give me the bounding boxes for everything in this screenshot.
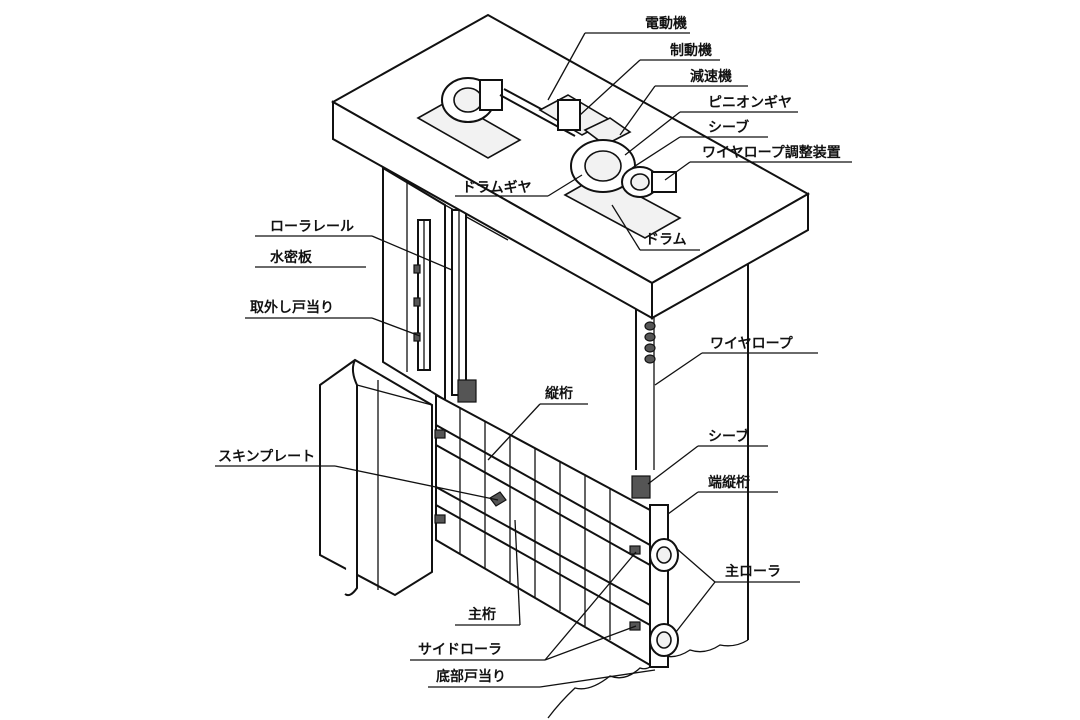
skin-plate-block (319, 358, 433, 597)
label-side-roller: サイドローラ (418, 642, 502, 658)
label-end-vertical-girder: 端縦桁 (708, 474, 750, 491)
label-roller-rail: ローラレール (270, 219, 354, 235)
brake (538, 94, 612, 136)
label-motor: 電動機 (645, 15, 687, 32)
motor (416, 77, 522, 159)
label-vertical-girder: 縦桁 (545, 385, 573, 402)
label-water-seal-plate: 水密板 (270, 249, 313, 266)
label-sheave-gate: シーブ (708, 428, 749, 445)
drum-assembly (563, 139, 682, 239)
label-skin-plate: スキンプレート (218, 449, 315, 465)
label-reducer: 減速機 (690, 68, 732, 85)
label-drum: ドラム (645, 232, 687, 248)
label-sheave-top: シーブ (708, 119, 749, 136)
main-rollers (649, 538, 679, 657)
right-pier (547, 258, 749, 719)
wire-rope-chain (644, 321, 656, 364)
gate-leaf (434, 379, 669, 668)
label-pinion-gear: ピニオンギヤ (708, 94, 792, 111)
label-brake: 制動機 (670, 42, 712, 59)
label-wire-rope: ワイヤロープ (710, 336, 794, 352)
label-drum-gear: ドラムギヤ (462, 179, 532, 196)
label-bottom-door-stop: 底部戸当り (436, 668, 506, 685)
label-removable-door-stop: 取外し戸当り (250, 299, 334, 316)
label-wire-rope-adjuster: ワイヤロープ調整装置 (702, 144, 841, 161)
leader-lines (215, 32, 852, 688)
label-main-roller: 主ローラ (725, 563, 781, 580)
label-main-girder: 主桁 (468, 606, 496, 623)
